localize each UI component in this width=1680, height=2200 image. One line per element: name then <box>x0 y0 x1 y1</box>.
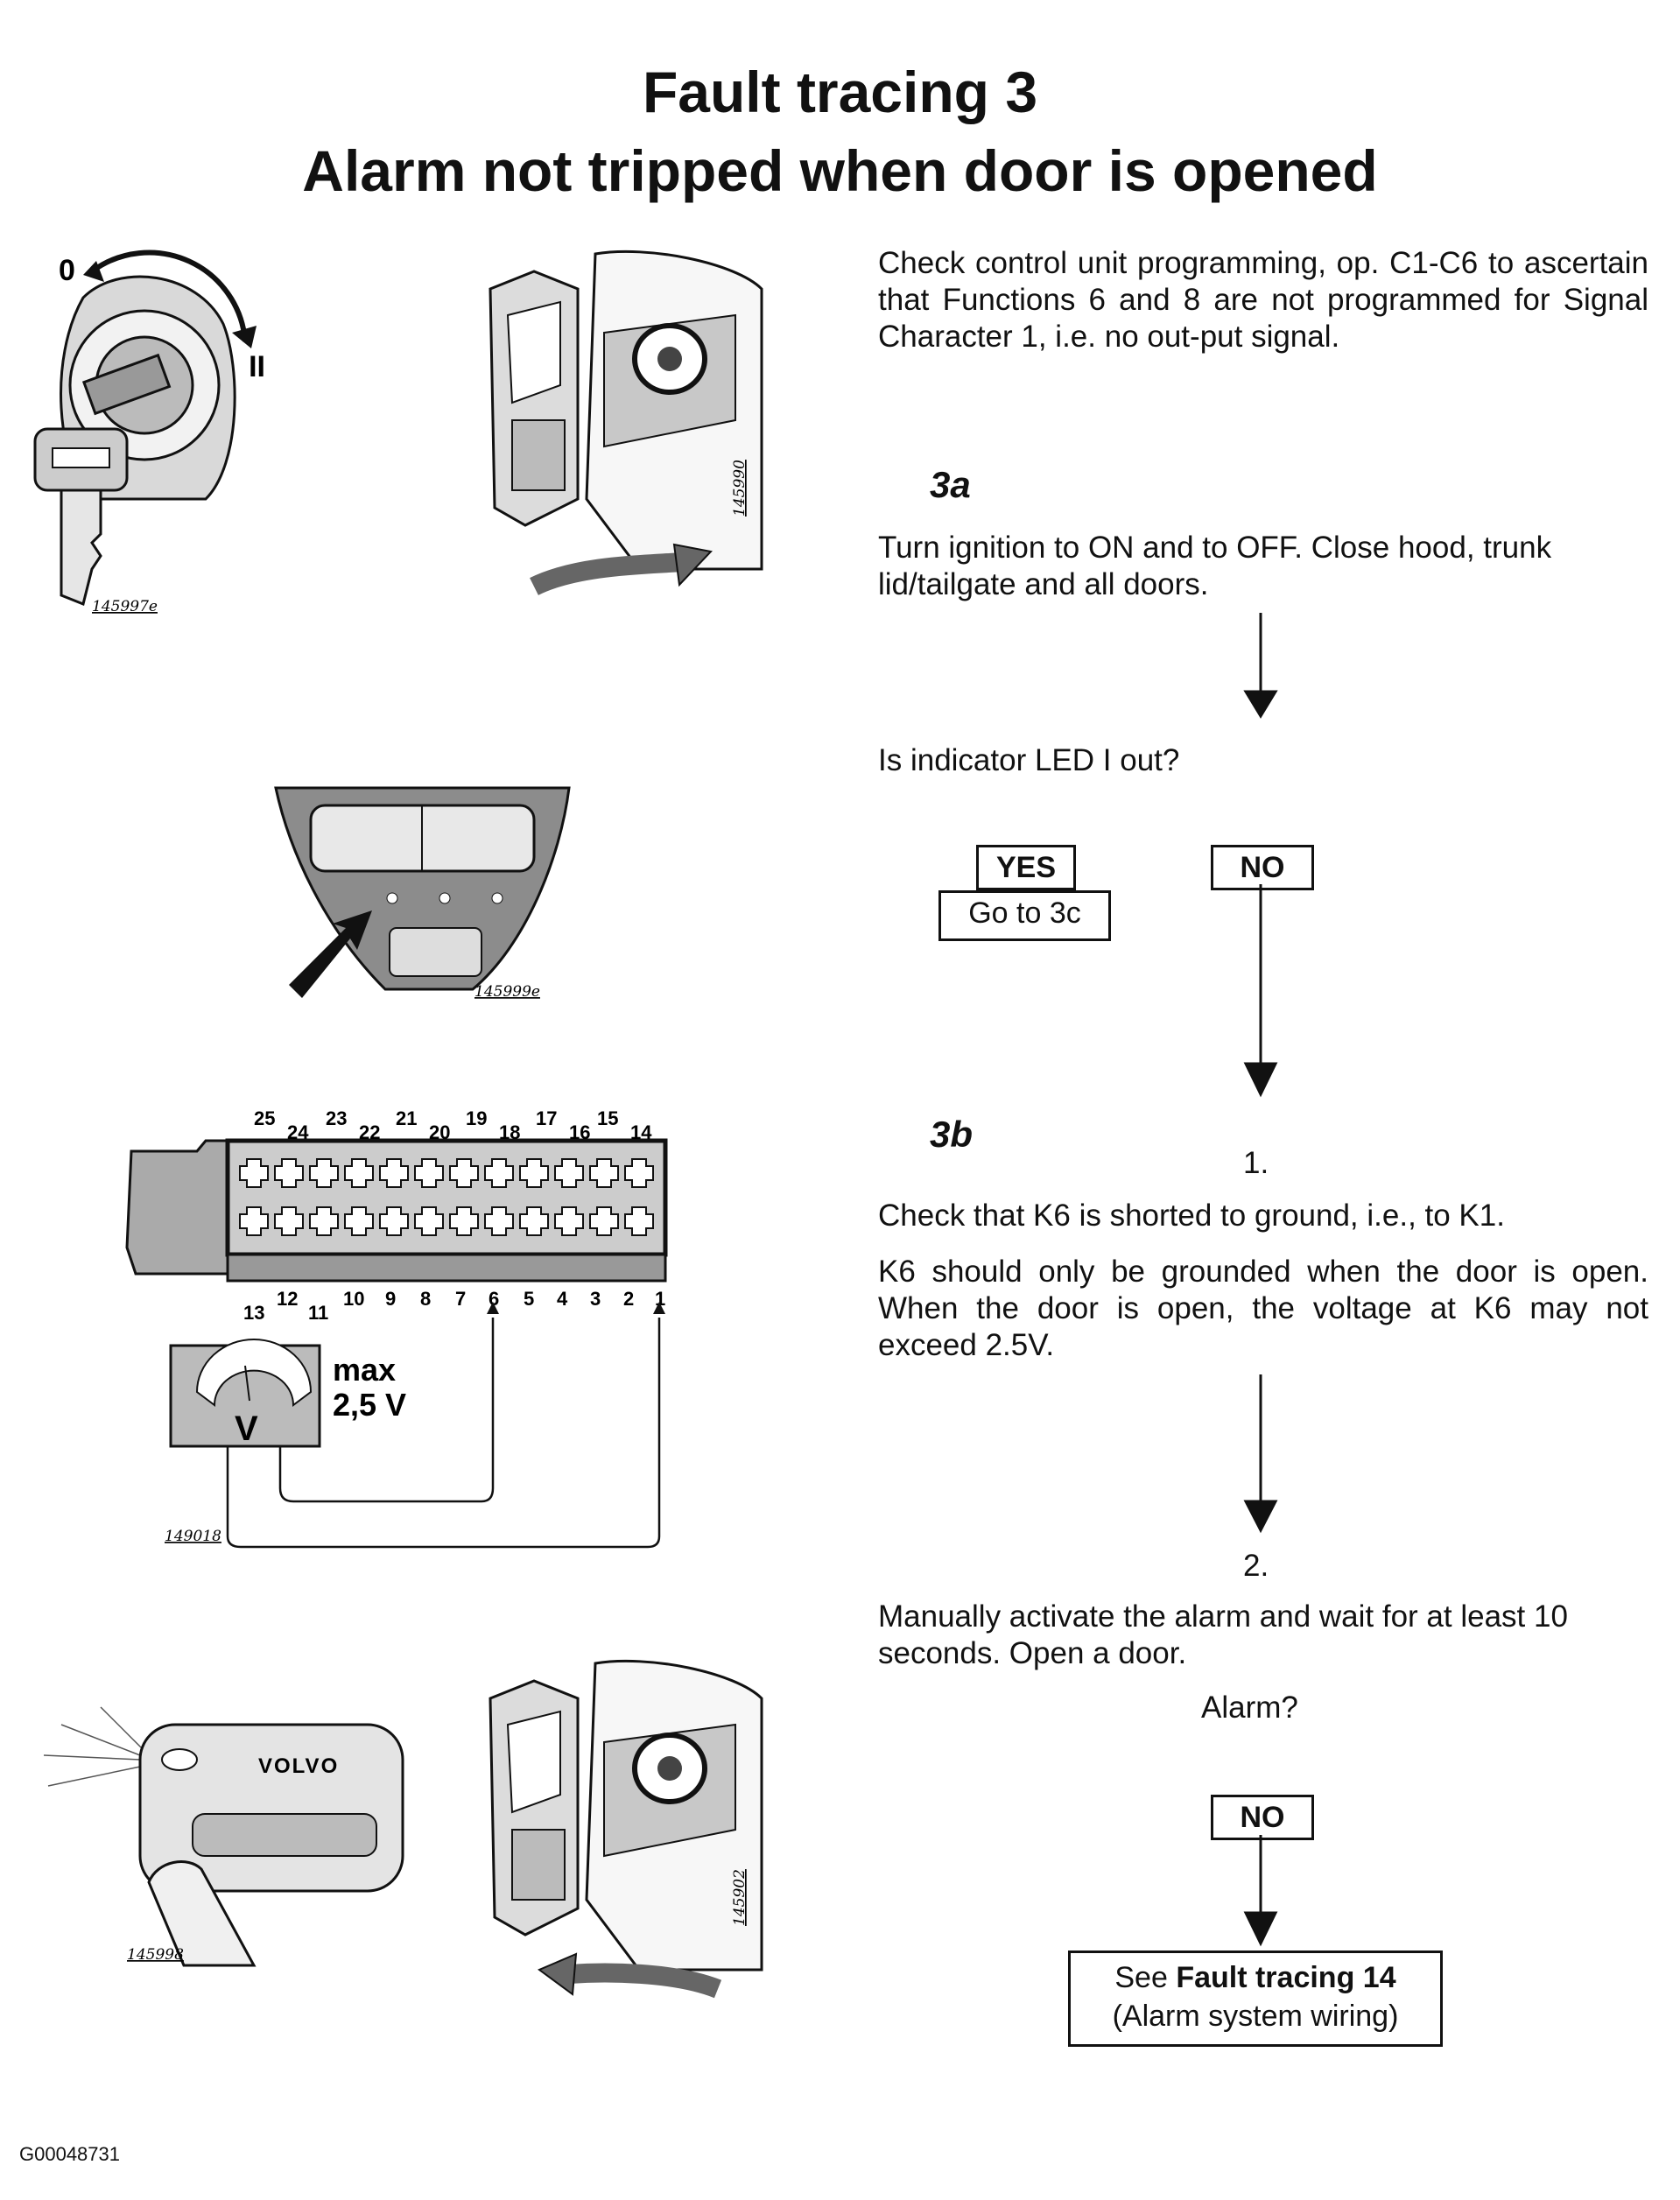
pin-socket <box>379 1158 409 1188</box>
pin-socket <box>449 1158 479 1188</box>
pin-label-1: 1 <box>655 1288 665 1310</box>
connector-pin-sockets <box>239 1158 654 1236</box>
pin-label-25: 25 <box>254 1107 275 1129</box>
pin-label-8: 8 <box>420 1288 431 1310</box>
go-to-3c-box: Go to 3c <box>938 890 1111 941</box>
pin-label-9: 9 <box>385 1288 396 1310</box>
step-3b-sub1-number: 1. <box>1243 1146 1269 1180</box>
pin-socket <box>519 1158 549 1188</box>
yes-box: YES <box>976 845 1076 890</box>
pin-socket <box>589 1158 619 1188</box>
pin-label-4: 4 <box>557 1288 568 1310</box>
step-3a-instruction: Turn ignition to ON and to OFF. Close ho… <box>878 531 1552 601</box>
step-3b-sub2-text: Manually activate the alarm and wait for… <box>878 1599 1568 1670</box>
pin-socket <box>344 1158 374 1188</box>
pin-socket <box>239 1206 269 1236</box>
remote-control-illustration: VOLVO 145998 <box>43 1706 404 1967</box>
pin-socket <box>589 1206 619 1236</box>
page-subtitle: Alarm not tripped when door is opened <box>302 138 1378 203</box>
step-3a-label: 3a <box>930 464 971 505</box>
ignition-fig-id: 145997e <box>92 598 158 615</box>
meter-symbol: V <box>235 1409 258 1448</box>
pin-socket <box>449 1206 479 1236</box>
footer-doc-id: G00048731 <box>19 2143 120 2165</box>
pin-label-7: 7 <box>455 1288 466 1310</box>
step-3b-label: 3b <box>930 1114 974 1155</box>
probe-arrow-1 <box>653 1302 665 1314</box>
pin-socket <box>554 1206 584 1236</box>
pin-label-22: 22 <box>359 1121 380 1143</box>
remote-brand: VOLVO <box>258 1754 339 1778</box>
key-pos-0: 0 <box>59 254 75 287</box>
pin-label-10: 10 <box>343 1288 364 1310</box>
connector-top-pin-labels: 25 24 23 22 21 20 19 18 17 16 15 14 <box>254 1107 652 1143</box>
pin-label-12: 12 <box>277 1288 298 1310</box>
pin-socket <box>554 1158 584 1188</box>
pin-label-2: 2 <box>623 1288 634 1310</box>
remote-fig-id: 145998 <box>127 1946 184 1964</box>
led-panel-illustration: 145999e <box>274 786 571 1001</box>
step-3b-sub1-detail: K6 should only be grounded when the door… <box>878 1255 1648 1362</box>
probe-arrow-6 <box>487 1302 499 1314</box>
result-bold: Fault tracing 14 <box>1176 1961 1396 1994</box>
pin-label-16: 16 <box>569 1121 590 1143</box>
ignition-key-illustration: 0 II 145997e <box>33 250 265 615</box>
door1-fig-id: 145990 <box>731 460 749 517</box>
connector-fig-id: 149018 <box>165 1528 221 1545</box>
pin-socket <box>414 1158 444 1188</box>
pin-socket <box>414 1206 444 1236</box>
pin-socket <box>344 1206 374 1236</box>
pin-label-13: 13 <box>243 1302 264 1324</box>
alarm-question: Alarm? <box>1201 1690 1298 1725</box>
pin-socket <box>519 1206 549 1236</box>
connector-bottom-pin-labels: 13 12 11 10 9 8 7 6 5 4 3 2 1 <box>243 1288 665 1324</box>
pin-label-23: 23 <box>326 1107 347 1129</box>
step-3b-sub1-text: Check that K6 is shorted to ground, i.e.… <box>878 1198 1505 1233</box>
pin-label-24: 24 <box>287 1121 309 1143</box>
pin-socket <box>484 1206 514 1236</box>
flow-arrows <box>1243 613 1278 1947</box>
page-title: Fault tracing 3 <box>642 60 1038 124</box>
no-box-3b: NO <box>1211 1795 1314 1840</box>
pin-label-11: 11 <box>308 1302 328 1324</box>
result-box: See Fault tracing 14 (Alarm system wirin… <box>1068 1950 1443 2047</box>
pin-label-20: 20 <box>429 1121 450 1143</box>
pin-label-17: 17 <box>536 1107 557 1129</box>
pin-label-3: 3 <box>590 1288 601 1310</box>
result-sub: (Alarm system wiring) <box>1112 2000 1399 2033</box>
pin-socket <box>624 1206 654 1236</box>
pin-label-18: 18 <box>499 1121 520 1143</box>
pin-socket <box>274 1158 304 1188</box>
door2-fig-id: 145902 <box>731 1869 749 1926</box>
pin-socket <box>484 1158 514 1188</box>
pin-label-5: 5 <box>524 1288 534 1310</box>
step-3a-question: Is indicator LED I out? <box>878 743 1180 777</box>
connector-voltmeter-illustration: 25 24 23 22 21 20 19 18 17 16 15 14 13 1… <box>125 1107 668 1549</box>
door-open-illustration-2: 145902 <box>489 1659 763 1999</box>
meter-label-value: 2,5 V <box>333 1387 406 1423</box>
step-3b-sub2-number: 2. <box>1243 1549 1269 1583</box>
pin-label-14: 14 <box>630 1121 652 1143</box>
pin-socket <box>239 1158 269 1188</box>
pin-label-19: 19 <box>466 1107 487 1129</box>
pin-socket <box>379 1206 409 1236</box>
pin-socket <box>624 1158 654 1188</box>
pin-label-6: 6 <box>489 1288 499 1310</box>
meter-label-max: max <box>333 1352 396 1388</box>
key-pos-2: II <box>249 350 265 383</box>
pin-socket <box>309 1206 339 1236</box>
door-open-illustration-1: 145990 <box>489 250 763 595</box>
pin-label-15: 15 <box>597 1107 618 1129</box>
pin-socket <box>274 1206 304 1236</box>
result-prefix: See <box>1114 1961 1177 1994</box>
pin-label-21: 21 <box>396 1107 417 1129</box>
intro-text: Check control unit programming, op. C1-C… <box>878 246 1648 354</box>
led-fig-id: 145999e <box>474 983 540 1001</box>
pin-socket <box>309 1158 339 1188</box>
no-box-3a: NO <box>1211 845 1314 890</box>
